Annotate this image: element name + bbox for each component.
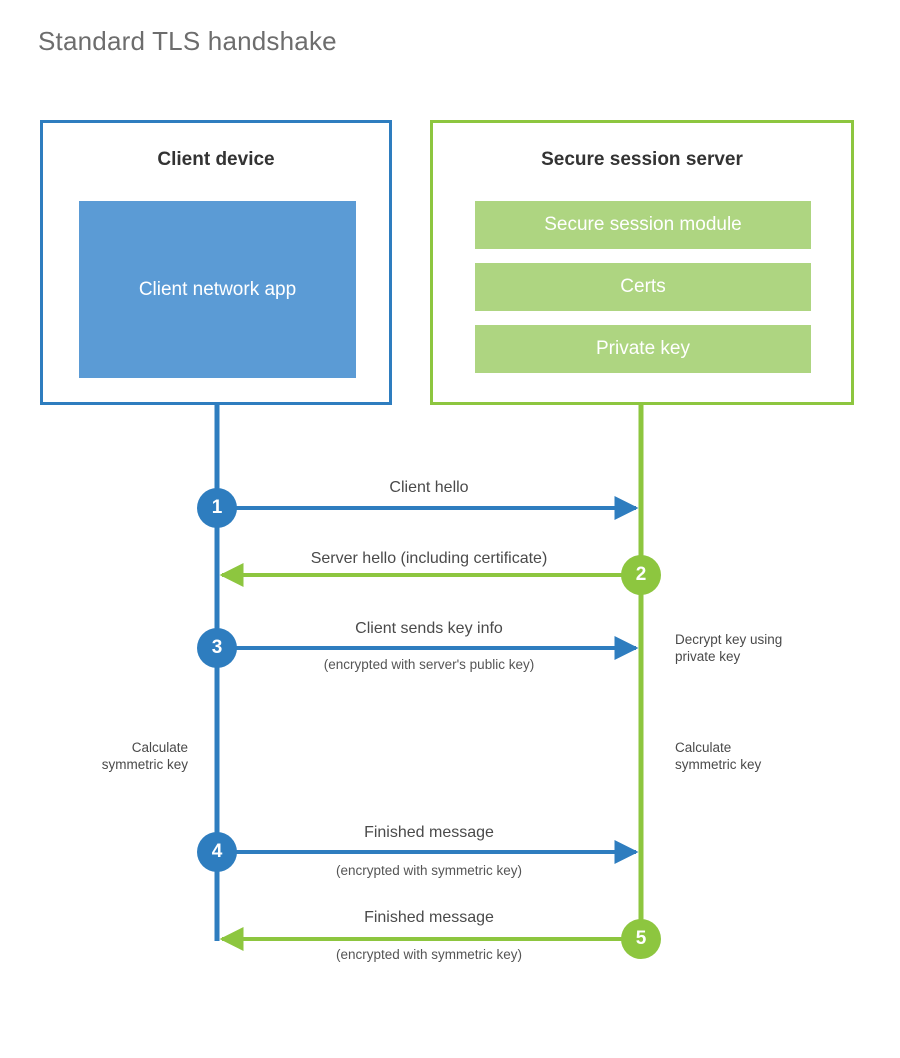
step-3-sublabel: (encrypted with server's public key) bbox=[323, 657, 535, 672]
server-module-private-key: Private key bbox=[475, 325, 811, 373]
client-device-panel: Client device Client network app bbox=[40, 120, 392, 405]
server-calculate-symmetric-key-note: Calculate symmetric key bbox=[675, 740, 762, 773]
client-network-app-label: Client network app bbox=[138, 278, 297, 300]
step-4-label: Finished message bbox=[364, 824, 494, 841]
step-5-sublabel: (encrypted with symmetric key) bbox=[335, 947, 523, 962]
server-decrypt-note: Decrypt key using private key bbox=[675, 632, 783, 665]
step-3-label: Client sends key info bbox=[355, 620, 503, 637]
step-4-sublabel: (encrypted with symmetric key) bbox=[335, 863, 523, 878]
step-5-label: Finished message bbox=[364, 909, 494, 926]
step-marker-3: 3 bbox=[197, 628, 237, 668]
step-marker-2: 2 bbox=[621, 555, 661, 595]
step-1-label: Client hello bbox=[389, 479, 469, 496]
server-module-secure-session-module: Secure session module bbox=[475, 201, 811, 249]
step-2-label: Server hello (including certificate) bbox=[310, 550, 548, 567]
step-marker-5: 5 bbox=[621, 919, 661, 959]
client-calculate-symmetric-key-note: Calculate symmetric key bbox=[101, 740, 188, 773]
server-module-certs: Certs bbox=[475, 263, 811, 311]
server-modules-list: Secure session module Certs Private key bbox=[475, 201, 811, 373]
secure-session-server-panel: Secure session server Secure session mod… bbox=[430, 120, 854, 405]
client-network-app-block: Client network app bbox=[79, 201, 356, 378]
page-title: Standard TLS handshake bbox=[38, 26, 337, 56]
step-marker-4: 4 bbox=[197, 832, 237, 872]
client-device-title: Client device bbox=[157, 149, 275, 170]
secure-session-server-title: Secure session server bbox=[541, 149, 743, 170]
step-marker-1: 1 bbox=[197, 488, 237, 528]
